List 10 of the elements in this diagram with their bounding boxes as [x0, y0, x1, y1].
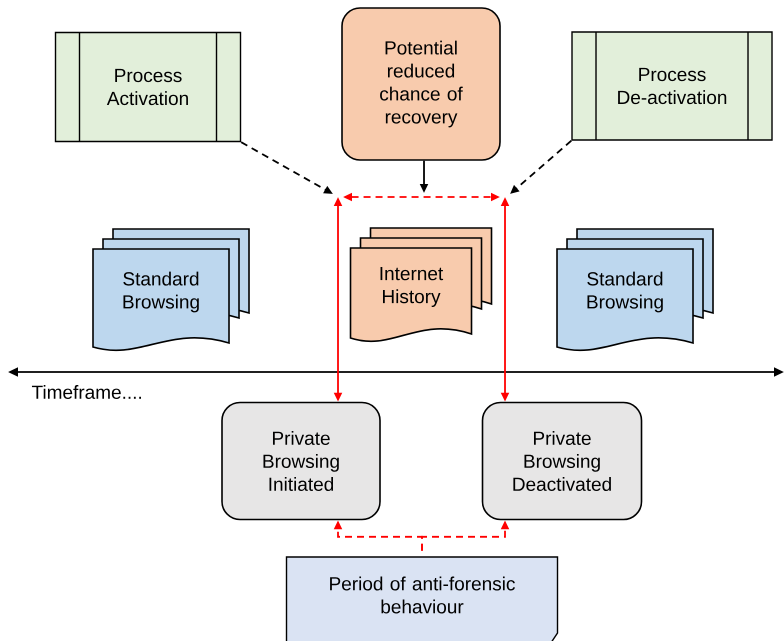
- axis-label: Timeframe....: [32, 385, 141, 399]
- process-box: Process De-activation: [571, 31, 773, 141]
- rounded-box: Potential reduced chance of recovery: [341, 7, 501, 161]
- document-stack: Standard Browsing: [92, 228, 250, 352]
- document-stack: Internet History: [350, 227, 492, 342]
- rounded-box: Private Browsing Deactivated: [482, 402, 642, 520]
- document-stack: Standard Browsing: [556, 228, 714, 352]
- rounded-box: Private Browsing Initiated: [221, 402, 381, 520]
- note-box: Period of anti-forensic behaviour: [286, 556, 558, 641]
- process-box: Process Activation: [54, 32, 242, 142]
